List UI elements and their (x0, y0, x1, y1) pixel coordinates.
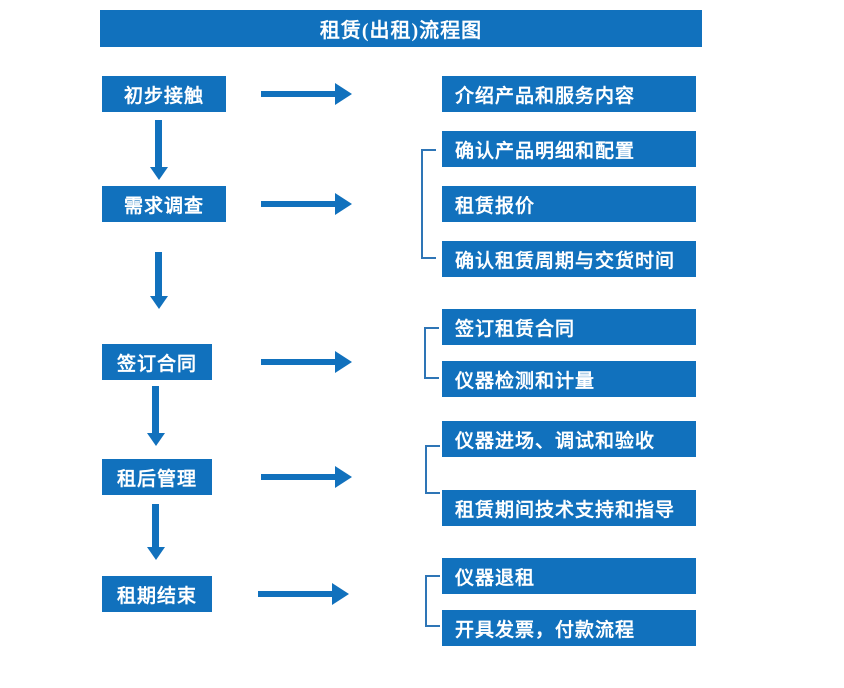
output-box-instrument-return: 仪器退租 (442, 558, 696, 594)
arrow-down-2-icon (149, 252, 168, 309)
arrow-right-1-icon (261, 83, 352, 105)
step-box-rental-end: 租期结束 (102, 576, 212, 612)
arrow-down-3-icon (146, 386, 165, 446)
step-box-demand-survey: 需求调查 (102, 186, 226, 222)
arrow-right-4-icon (261, 466, 352, 488)
arrow-down-4-icon (146, 504, 165, 560)
arrow-right-3-icon (261, 351, 352, 373)
bracket-group-4-icon (425, 445, 440, 494)
flowchart-title: 租赁(出租)流程图 (100, 10, 702, 47)
arrow-right-5-icon (258, 583, 349, 605)
arrow-right-2-icon (261, 193, 352, 215)
step-box-initial-contact: 初步接触 (102, 76, 226, 112)
output-box-technical-support: 租赁期间技术支持和指导 (442, 490, 696, 526)
output-box-invoice-payment: 开具发票，付款流程 (442, 610, 696, 646)
output-box-sign-rental-contract: 签订租赁合同 (442, 309, 696, 345)
arrow-down-1-icon (149, 120, 168, 180)
step-box-post-rental-management: 租后管理 (102, 459, 212, 495)
output-box-instrument-setup: 仪器进场、调试和验收 (442, 421, 696, 457)
bracket-group-3-icon (424, 327, 439, 379)
step-box-sign-contract: 签订合同 (102, 344, 212, 380)
output-box-introduce-products: 介绍产品和服务内容 (442, 76, 696, 112)
output-box-confirm-rental-period: 确认租赁周期与交货时间 (442, 241, 696, 277)
output-box-rental-quote: 租赁报价 (442, 186, 696, 222)
output-box-confirm-product-details: 确认产品明细和配置 (442, 131, 696, 167)
output-box-instrument-testing: 仪器检测和计量 (442, 361, 696, 397)
bracket-group-2-icon (421, 149, 436, 259)
bracket-group-5-icon (425, 575, 440, 627)
